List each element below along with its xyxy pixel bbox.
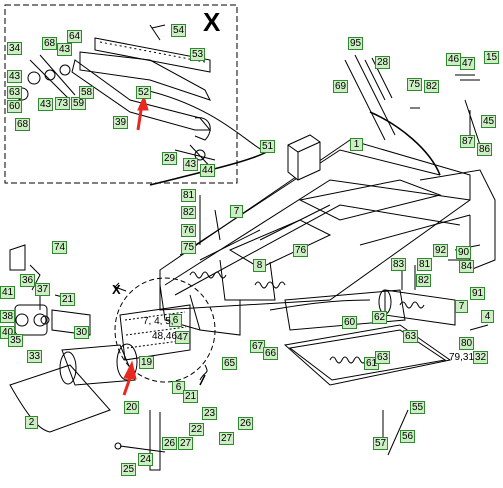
red-arrows <box>122 94 149 396</box>
callout-43: 43 <box>38 98 54 111</box>
callout-86: 86 <box>477 143 493 156</box>
callout-47: 47 <box>460 57 476 70</box>
detail-x-frame <box>4 4 238 184</box>
callout-36: 36 <box>20 274 36 287</box>
callout-41: 41 <box>0 286 16 299</box>
callout-43: 43 <box>7 70 23 83</box>
callout-53: 53 <box>190 48 206 61</box>
callout-81: 81 <box>417 258 433 271</box>
callout-82: 82 <box>181 206 197 219</box>
callout-43: 43 <box>183 158 199 171</box>
label-7-4-5: 7, 4, 5, <box>143 316 174 327</box>
callout-51: 51 <box>260 140 276 153</box>
callout-84: 84 <box>459 260 475 273</box>
callout-24: 24 <box>138 453 154 466</box>
callout-56: 56 <box>400 430 416 443</box>
callout-76: 76 <box>181 224 197 237</box>
callout-63: 63 <box>375 351 391 364</box>
callout-74: 74 <box>52 241 68 254</box>
callout-27: 27 <box>219 432 235 445</box>
callout-21: 21 <box>183 390 199 403</box>
callout-2: 2 <box>25 416 38 429</box>
callout-28: 28 <box>375 56 391 69</box>
callout-80: 80 <box>459 337 475 350</box>
callout-81: 81 <box>181 189 197 202</box>
callout-52: 52 <box>136 86 152 99</box>
callout-22: 22 <box>189 423 205 436</box>
callout-33: 33 <box>27 350 43 363</box>
callout-7: 7 <box>230 205 243 218</box>
callout-39: 39 <box>113 116 129 129</box>
callout-25: 25 <box>121 463 137 476</box>
callout-30: 30 <box>74 326 90 339</box>
callout-62: 62 <box>372 311 388 324</box>
callout-87: 87 <box>460 135 476 148</box>
callout-1: 1 <box>350 138 363 151</box>
callout-15: 15 <box>484 51 500 64</box>
callout-45: 45 <box>481 115 497 128</box>
callout-6: 6 <box>172 381 185 394</box>
callout-69: 69 <box>333 80 349 93</box>
callout-57: 57 <box>373 437 389 450</box>
callout-66: 66 <box>263 347 279 360</box>
callout-75: 75 <box>181 241 197 254</box>
belt-assembly <box>9 343 138 433</box>
label-48-46: 48,46 <box>152 331 178 342</box>
callout-68: 68 <box>15 118 31 131</box>
callout-63: 63 <box>7 86 23 99</box>
callout-63: 63 <box>403 330 419 343</box>
callout-90: 90 <box>456 246 472 259</box>
callout-46: 46 <box>446 53 462 66</box>
callout-91: 91 <box>470 287 486 300</box>
callout-60: 60 <box>7 100 23 113</box>
roller-right <box>384 289 456 326</box>
detail-circle <box>114 277 216 383</box>
callout-55: 55 <box>410 401 426 414</box>
callout-37: 37 <box>35 283 51 296</box>
callout-60: 60 <box>342 316 358 329</box>
main-frame <box>159 139 496 336</box>
tray-55 <box>283 324 452 386</box>
callout-20: 20 <box>124 401 140 414</box>
callout-95: 95 <box>348 37 364 50</box>
callout-47: 47 <box>175 331 191 344</box>
callout-27: 27 <box>178 437 194 450</box>
label-79-31: 79,31 <box>449 352 475 363</box>
callout-65: 65 <box>222 357 238 370</box>
callout-43: 43 <box>57 43 73 56</box>
view-letter-x: X <box>112 282 121 297</box>
callout-34: 34 <box>7 42 23 55</box>
callout-26: 26 <box>162 437 178 450</box>
callout-6: 6 <box>169 314 182 327</box>
callout-8: 8 <box>253 259 266 272</box>
callout-26: 26 <box>238 417 254 430</box>
callout-75: 75 <box>407 78 423 91</box>
callout-32: 32 <box>473 351 489 364</box>
callout-83: 83 <box>391 258 407 271</box>
spring-group <box>189 271 425 364</box>
callout-59: 59 <box>71 97 87 110</box>
callout-73: 73 <box>55 97 71 110</box>
callout-92: 92 <box>433 244 449 257</box>
callout-54: 54 <box>171 24 187 37</box>
callout-58: 58 <box>79 86 95 99</box>
callout-35: 35 <box>8 334 24 347</box>
detail-letter-x: X <box>203 7 221 37</box>
callout-64: 64 <box>67 30 83 43</box>
callout-76: 76 <box>293 244 309 257</box>
callout-29: 29 <box>162 152 178 165</box>
callout-4: 4 <box>481 310 494 323</box>
callout-67: 67 <box>250 340 266 353</box>
callout-21: 21 <box>60 293 76 306</box>
callout-7: 7 <box>455 300 468 313</box>
callout-19: 19 <box>139 356 155 369</box>
callout-23: 23 <box>202 407 218 420</box>
callout-68: 68 <box>42 37 58 50</box>
callout-82: 82 <box>424 80 440 93</box>
callout-44: 44 <box>200 164 216 177</box>
callout-82: 82 <box>416 274 432 287</box>
callout-38: 38 <box>0 310 16 323</box>
